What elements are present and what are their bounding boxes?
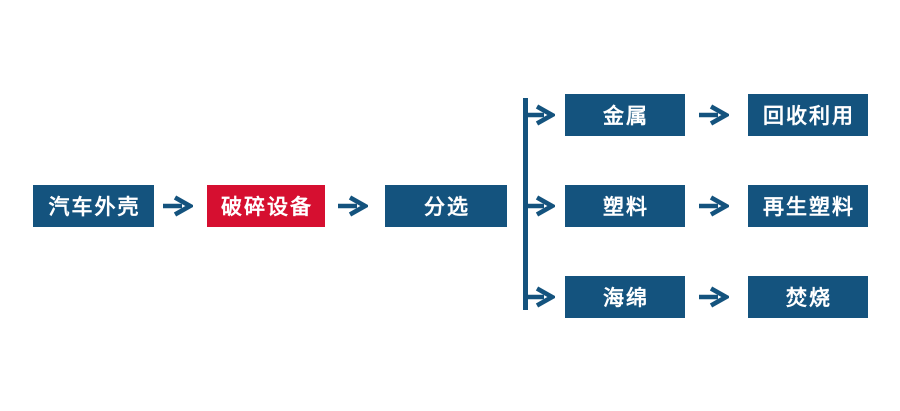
arrow-right-icon [699,286,729,308]
arrow-right-icon [525,195,555,217]
node-car-shell: 汽车外壳 [33,185,154,227]
arrow-right-icon [525,104,555,126]
node-plastic: 塑料 [565,185,685,227]
node-sorting: 分选 [385,185,507,227]
arrow-right-icon [699,104,729,126]
arrow-right-icon [338,195,368,217]
node-incineration: 焚烧 [748,276,868,318]
arrow-right-icon [525,286,555,308]
node-recycling: 回收利用 [748,94,868,136]
node-metal: 金属 [565,94,685,136]
node-recycled-plastic: 再生塑料 [748,185,868,227]
node-crushing-equipment: 破碎设备 [207,185,325,227]
arrow-right-icon [163,195,193,217]
node-sponge: 海绵 [565,276,685,318]
arrow-right-icon [699,195,729,217]
